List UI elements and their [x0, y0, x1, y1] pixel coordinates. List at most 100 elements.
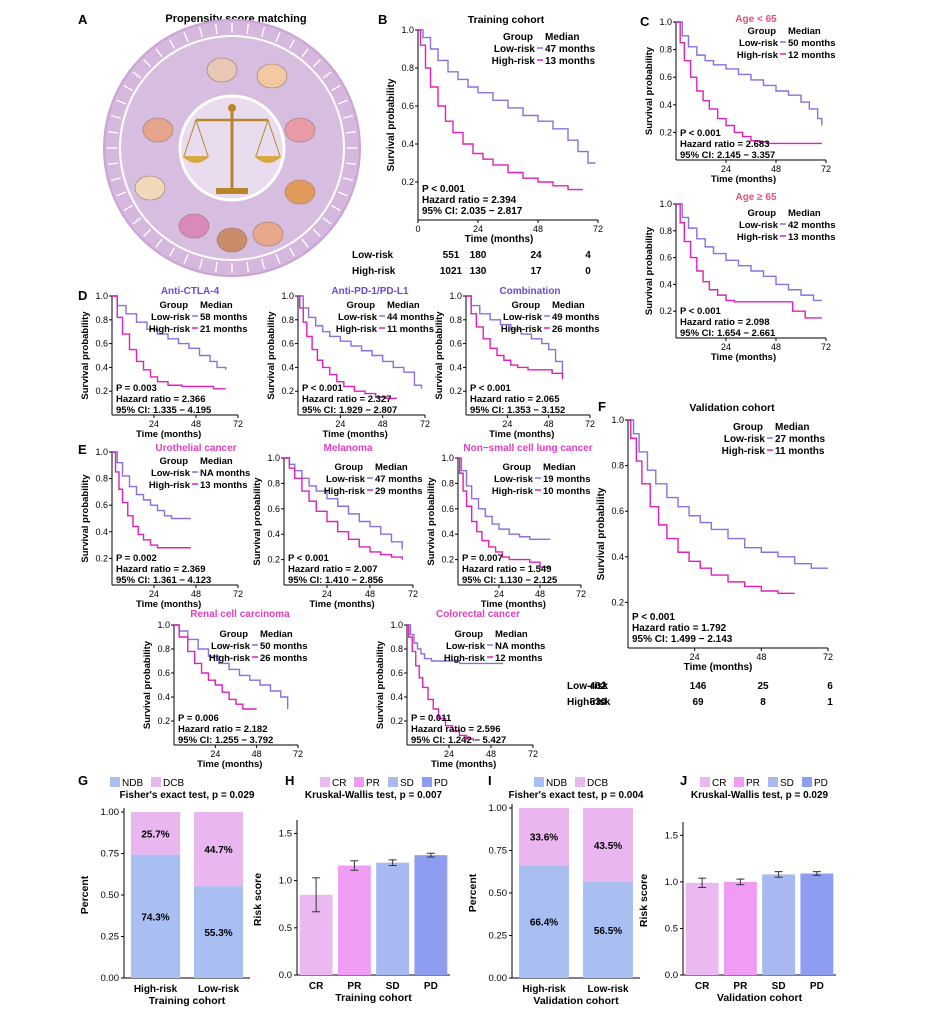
p-value: P = 0.002 — [116, 553, 157, 564]
risk-high-label: High-risk — [352, 266, 396, 277]
y-tick-label: 0.2 — [95, 386, 108, 396]
meander-tick — [246, 23, 250, 35]
y-axis-label: Survival probability — [80, 311, 91, 400]
meander-tick — [116, 99, 127, 105]
x-tick-label: SD — [386, 981, 400, 992]
x-tick-label: 48 — [486, 749, 496, 759]
p-value: P = 0.011 — [411, 713, 452, 724]
legend-median-header: Median — [375, 462, 408, 473]
y-tick-label: 0.2 — [95, 553, 108, 563]
y-axis-label: Percent — [79, 875, 91, 914]
p-value: P < 0.001 — [470, 383, 511, 394]
x-tick-label: 24 — [721, 342, 731, 352]
hazard-ratio: Hazard ratio = 2.683 — [680, 139, 770, 150]
y-axis-label: Risk score — [638, 874, 650, 927]
high-risk-curve — [458, 457, 551, 568]
legend-swatch-pd — [422, 777, 432, 787]
test-label: Fisher's exact test, p = 0.004 — [509, 790, 644, 801]
legend-group-header: Group — [160, 300, 189, 311]
x-axis-label: Time (months) — [431, 759, 496, 770]
x-tick-label: 72 — [593, 224, 603, 234]
confidence-interval: 95% CI: 1.499 − 2.143 — [632, 634, 733, 645]
legend-low-median: 44 months — [387, 312, 435, 323]
bar-pr — [337, 865, 371, 975]
x-tick-label: 72 — [821, 164, 831, 174]
x-axis-label: Time (months) — [465, 234, 534, 245]
risk-low-count: 146 — [690, 681, 707, 692]
legend-high-label: High-risk — [492, 486, 534, 497]
km-title-F: Validation cohort — [689, 402, 775, 414]
y-tick-label: 0.8 — [441, 478, 454, 488]
meander-tick — [143, 59, 152, 68]
confidence-interval: 95% CI: 2.145 − 3.357 — [680, 150, 775, 161]
y-tick-label: 0.5 — [279, 923, 292, 934]
low-risk-curve — [284, 457, 403, 550]
x-tick-label: 24 — [322, 589, 332, 599]
panel-letter-C: C — [640, 14, 650, 29]
legend-group-header: Group — [748, 208, 777, 219]
low-risk-curve — [466, 295, 564, 377]
legend-high-label: High-risk — [149, 324, 191, 335]
km-title-D1: Anti-CTLA-4 — [161, 286, 220, 297]
bar-value-label: 56.5% — [594, 926, 622, 937]
p-value: P < 0.001 — [422, 184, 465, 195]
legend-label-pd: PD — [814, 778, 828, 789]
hazard-ratio: Hazard ratio = 2.098 — [680, 317, 770, 328]
bar-pr — [723, 881, 757, 975]
y-tick-label: 0.0 — [279, 970, 292, 981]
x-tick-label: 24 — [149, 589, 159, 599]
meander-tick — [183, 253, 189, 264]
test-label: Fisher's exact test, p = 0.029 — [120, 790, 255, 801]
x-tick-label: 48 — [533, 224, 543, 234]
legend-high-median: 29 months — [375, 486, 423, 497]
meander-tick — [214, 23, 218, 35]
p-value: P < 0.001 — [680, 128, 721, 139]
y-axis-label: Survival probability — [142, 640, 153, 729]
legend-median-header: Median — [788, 26, 821, 37]
test-label: Kruskal-Wallis test, p = 0.029 — [691, 790, 829, 801]
p-value: P < 0.001 — [288, 553, 329, 564]
skin-icon — [142, 117, 174, 143]
people-icon — [216, 227, 248, 253]
y-tick-label: 1.5 — [665, 830, 678, 841]
meander-tick — [155, 238, 163, 248]
panel-letter-J: J — [680, 773, 687, 788]
y-tick-label: 0.6 — [449, 339, 462, 349]
low-risk-curve — [676, 21, 823, 126]
y-tick-label: 0.6 — [267, 504, 280, 514]
y-axis-label: Survival probability — [644, 226, 655, 315]
lungs-icon — [284, 117, 316, 143]
meander-tick — [123, 84, 133, 92]
legend-group-header: Group — [335, 462, 364, 473]
bar-value-label: 25.7% — [141, 829, 169, 840]
legend-group-header: Group — [748, 26, 777, 37]
low-risk-curve — [298, 295, 423, 389]
meander-tick — [322, 217, 332, 225]
risk-low-count: 180 — [470, 250, 487, 261]
meander-tick — [345, 130, 357, 134]
x-tick-label: PD — [424, 981, 438, 992]
legend-low-median: 47 months — [375, 474, 423, 485]
x-tick-label: Low-risk — [198, 984, 240, 995]
legend-label-pd: PD — [434, 778, 448, 789]
meander-tick — [116, 191, 127, 197]
legend-low-median: 27 months — [775, 434, 825, 445]
meander-tick — [111, 177, 122, 182]
x-tick-label: 24 — [473, 224, 483, 234]
x-tick-label: SD — [772, 981, 786, 992]
legend-label-dcb: DCB — [587, 778, 608, 789]
y-tick-label: 0.8 — [281, 315, 294, 325]
panel-letter-I: I — [488, 773, 492, 788]
y-tick-label: 0.6 — [95, 500, 108, 510]
x-tick-label: 48 — [378, 419, 388, 429]
x-tick-label: PR — [733, 981, 748, 992]
bar-dcb — [519, 808, 569, 866]
x-tick-label: 48 — [544, 419, 554, 429]
